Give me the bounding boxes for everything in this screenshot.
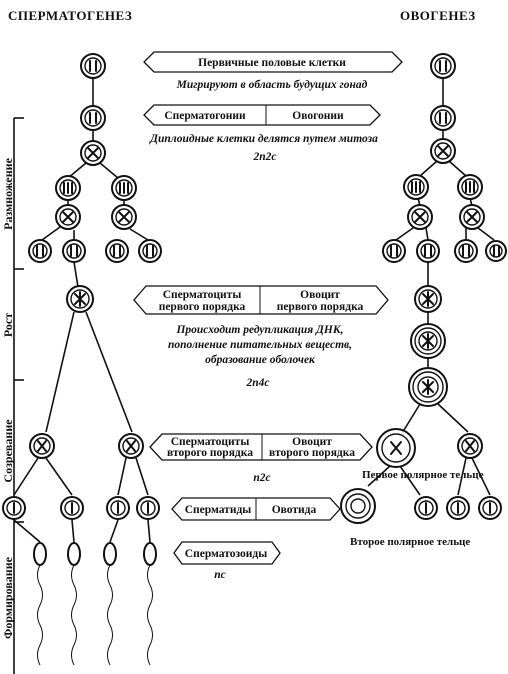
oogenesis-header: ОВОГЕНЕЗ [400,8,476,23]
spermatozoon-1 [33,542,47,666]
cell-primary-oocyte-b [410,323,446,359]
spermatozoon-4 [143,542,157,666]
cell-mitosis-left-4a [28,239,52,263]
cell-mitosis-left-4b [62,239,86,263]
box-oocyte2-line1: Овоцит [292,436,332,448]
cell-mitosis-left-4c [105,239,129,263]
box-spermatocyte1-line2: первого порядка [159,301,246,313]
cell-mitosis-right-4c [454,239,478,263]
oogenesis-tree [340,53,507,524]
cell-polar-body-3 [446,496,470,520]
box-spermatozoa: Сперматозоиды [173,541,281,565]
cell-mitosis-right-1 [430,138,456,164]
cell-mitosis-left-2b [111,175,137,201]
box-spermatocyte1-line1: Сперматоциты [163,289,242,301]
note-nc: nc [214,569,226,581]
cell-mitosis-right-2a [403,174,429,200]
spermatozoon-2 [67,542,81,666]
cell-spermatid-2 [60,496,84,520]
cell-primary-spermatocyte [66,285,94,313]
cell-secondary-oocyte [376,428,416,468]
box-spermatogonia-oogonia: Сперматогонии Овогонии [143,104,381,126]
box-spermatocyte2-line1: Сперматоциты [171,436,250,448]
note-migrate: Мигрируют в область будущих гонад [176,79,368,91]
stage-maturation-label: Созревание [1,419,15,483]
note-mitosis: Диплоидные клетки делятся путем митоза [149,133,378,145]
note-growth-2: пополнение питательных веществ, [168,339,352,351]
cell-mitosis-left-4d [138,239,162,263]
box-spermatozoa-text: Сперматозоиды [185,548,267,560]
note-growth-3: образование оболочек [205,354,316,366]
cell-secondary-spermatocyte-b [118,433,144,459]
box-oocyte2-line2: второго порядка [269,447,355,459]
spermatozoon-3 [103,542,117,666]
cell-mitosis-right-3a [407,204,433,230]
cell-spermatogonium [80,105,106,131]
cell-mitosis-left-3b [111,204,137,230]
cell-mitosis-right-4b [416,239,440,263]
cell-mitosis-left-3a [55,204,81,230]
stage-reproduction-label: Размножение [1,157,15,229]
cell-mitosis-left-2a [55,175,81,201]
box-oogonia-text: Овогонии [292,110,344,122]
box-oocyte1-line2: первого порядка [277,301,364,313]
note-growth-1: Происходит редупликация ДНК, [175,324,343,336]
cell-mitosis-right-4a [382,239,406,263]
box-oocyte1-line1: Овоцит [300,289,340,301]
box-primordial-text: Первичные половые клетки [198,57,346,69]
stage-axis [13,117,24,674]
cell-mitosis-right-3b [459,204,485,230]
box-spermatocyte2-line2: второго порядка [167,447,253,459]
cell-oogonium [430,105,456,131]
cell-ootid [340,488,376,524]
cell-primary-oocyte-a [414,285,442,313]
cell-spermatid-1 [2,496,26,520]
cell-mitosis-right-2b [457,174,483,200]
box-spermatocyte2-oocyte2: Сперматоциты второго порядка Овоцит втор… [149,433,373,461]
cell-primordial-right [430,53,456,79]
cell-mitosis-right-4d [485,240,507,262]
note-2n4c: 2n4c [246,377,270,389]
spermatogenesis-header: СПЕРМАТОГЕНЕЗ [8,8,132,23]
cell-primordial-left [80,53,106,79]
box-spermatocyte1-oocyte1: Сперматоциты первого порядка Овоцит перв… [133,285,389,315]
first-polar-body-label: Первое полярное тельце [362,469,484,481]
cell-secondary-spermatocyte-a [29,433,55,459]
cell-first-polar-body [457,433,483,459]
box-spermatids-text: Сперматиды [185,504,252,516]
cell-second-polar-body [414,496,438,520]
cell-primary-oocyte-c [408,367,448,407]
box-spermatogonia-text: Сперматогонии [164,110,246,122]
box-primordial: Первичные половые клетки [143,51,403,73]
spermatogenesis-tree [2,53,162,666]
cell-mitosis-left-1 [80,140,106,166]
note-n2c: n2c [253,472,270,484]
note-2n2c: 2n2c [253,151,277,163]
box-spermatids-ootid: Сперматиды Овотида [171,497,341,521]
stage-formation-label: Формирование [1,556,15,639]
cell-polar-body-4 [478,496,502,520]
cell-spermatid-4 [136,496,160,520]
stage-growth-label: Рост [1,313,15,337]
cell-spermatid-3 [106,496,130,520]
box-ootid-text: Овотида [272,504,317,516]
second-polar-body-label: Второе полярное тельце [350,536,470,548]
